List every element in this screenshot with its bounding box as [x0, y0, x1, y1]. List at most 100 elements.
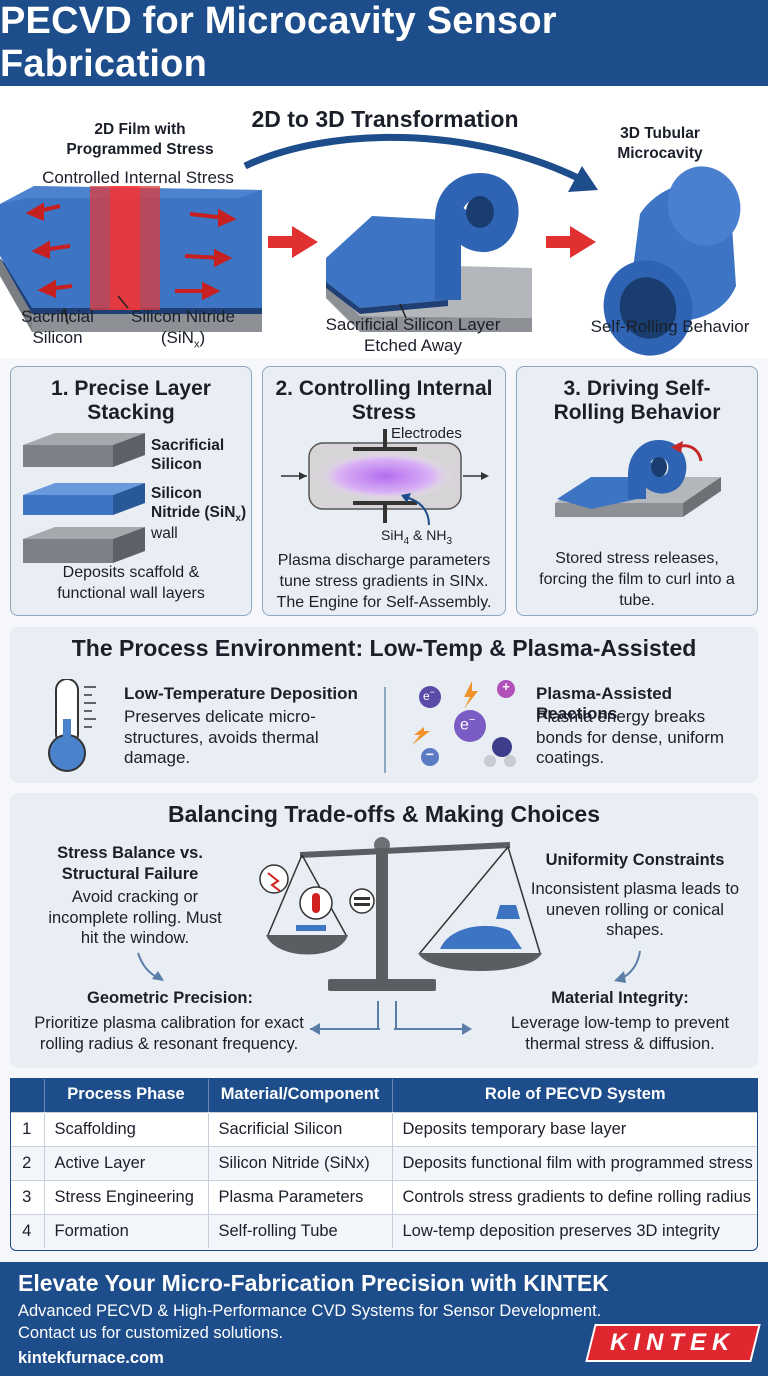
stack-label-nitride-sub: x — [235, 512, 241, 524]
rolling-film-icon — [326, 172, 532, 332]
table-row: 1 Scaffolding Sacrificial Silicon Deposi… — [10, 1111, 758, 1146]
step-title: 3. Driving Self-Rolling Behavior — [553, 377, 721, 424]
tradeoffs-title: Balancing Trade-offs & Making Choices — [168, 801, 600, 827]
electron-small-sup: − — [429, 687, 435, 697]
rolled-tube-icon — [603, 166, 741, 356]
row-material: Silicon Nitride (SiNx) — [207, 1145, 392, 1180]
page-title: PECVD for Microcavity Sensor Fabrication — [0, 0, 557, 85]
step-title: 1. Precise Layer Stacking — [51, 377, 211, 424]
step-caption: Plasma discharge parameters tune stress … — [276, 552, 492, 611]
nitride-label: Silicon Nitride (SiNx) — [131, 307, 235, 351]
row-phase: Stress Engineering — [43, 1179, 208, 1214]
row-index: 1 — [10, 1111, 44, 1146]
stack-label-nitride-close: ) — [240, 503, 247, 521]
etched-label: Sacrificial Silicon Layer Etched Away — [325, 315, 501, 356]
gas-a-sub: 4 — [403, 535, 410, 547]
film-title: 2D Film with Programmed Stress — [66, 121, 214, 159]
col-material: Material/Component — [207, 1078, 392, 1112]
col-index — [10, 1078, 44, 1112]
tube-title: 3D Tubular Microcavity — [617, 125, 703, 163]
flat-film-icon — [0, 186, 262, 332]
step-card-2: 2. Controlling Internal Stress Electrode… — [262, 366, 506, 616]
br-text: Leverage low-temp to prevent thermal str… — [510, 1014, 730, 1053]
footer-url[interactable]: kintekfurnace.com — [18, 1349, 164, 1367]
bl-text: Prioritize plasma calibration for exact … — [34, 1014, 304, 1053]
electrodes-label: Electrodes — [391, 425, 462, 442]
row-phase: Formation — [43, 1213, 208, 1248]
kintek-logo[interactable]: KINTEK — [585, 1324, 761, 1362]
electron-sup: − — [468, 714, 476, 726]
tl-text: Avoid cracking or incomplete rolling. Mu… — [48, 888, 222, 948]
bl-title: Geometric Precision: — [87, 989, 253, 1007]
electron-symbol: e− — [460, 714, 475, 734]
plasma-graphics — [412, 680, 516, 767]
gas-b-sub: 3 — [446, 535, 453, 547]
footer-line1: Advanced PECVD & High-Performance CVD Sy… — [18, 1302, 602, 1320]
row-role: Deposits temporary base layer — [391, 1111, 758, 1146]
gas-label: SiH4 & NH3 — [381, 527, 452, 547]
row-material: Plasma Parameters — [207, 1179, 392, 1214]
row-index: 2 — [10, 1145, 44, 1180]
step-arrow-icon — [268, 226, 318, 258]
stack-label-nitride: Silicon Nitride (SiNx) wall — [151, 485, 251, 543]
gas-mid: & NH — [409, 527, 447, 543]
low-temp-title: Low-Temperature Deposition — [124, 684, 358, 703]
tl-title: Stress Balance vs. Structural Failure — [57, 844, 203, 883]
layer-stack-icon — [23, 433, 145, 563]
stack-label-nitride-text: Silicon Nitride (SiN — [151, 485, 236, 521]
table-row: 3 Stress Engineering Plasma Parameters C… — [10, 1179, 758, 1214]
step-arrow-icon-2 — [546, 226, 596, 258]
electron-e: e — [460, 716, 469, 734]
self-rolling-icon — [555, 439, 721, 517]
footer-headline: Elevate Your Micro-Fabrication Precision… — [18, 1270, 609, 1296]
plasma-text: Plasma energy breaks bonds for dense, un… — [536, 707, 725, 768]
row-index: 4 — [10, 1213, 44, 1248]
thermometer-icon — [48, 679, 96, 772]
nitride-label-line2: (SiN — [160, 328, 194, 348]
balance-scale-icon — [137, 837, 641, 1035]
electron-small-e: e — [423, 689, 430, 703]
row-material: Self-rolling Tube — [207, 1213, 392, 1248]
gas-a: SiH — [381, 527, 404, 543]
row-role: Deposits functional film with programmed… — [391, 1145, 758, 1180]
plasma-title: Plasma-Assisted Reactions — [536, 684, 673, 723]
hero-illustration — [0, 133, 741, 356]
nitride-label-line1: Silicon Nitride — [131, 307, 235, 326]
footer-banner: Elevate Your Micro-Fabrication Precision… — [0, 1262, 768, 1376]
col-phase: Process Phase — [43, 1078, 208, 1112]
hero-title: 2D to 3D Transformation — [251, 106, 519, 132]
row-phase: Active Layer — [43, 1145, 208, 1180]
header-banner: PECVD for Microcavity Sensor Fabrication — [0, 0, 768, 86]
environment-panel: The Process Environment: Low-Temp & Plas… — [10, 627, 758, 783]
transformation-arrowhead-icon — [568, 166, 598, 192]
transformation-arc-icon — [243, 133, 580, 182]
stack-label-sacrificial: Sacrificial Silicon — [151, 437, 225, 473]
hero-section: 2D Film with Programmed Stress Controlle… — [0, 86, 768, 358]
br-title: Material Integrity: — [551, 989, 689, 1007]
process-table: Process Phase Material/Component Role of… — [10, 1078, 758, 1248]
nitride-sub: x — [193, 338, 200, 351]
footer-line2: Contact us for customized solutions. — [18, 1324, 284, 1342]
step-card-1: 1. Precise Layer Stacking Sacrificial Si… — [10, 366, 252, 616]
tr-title: Uniformity Constraints — [545, 851, 725, 869]
row-role: Low-temp deposition preserves 3D integri… — [391, 1213, 758, 1248]
row-index: 3 — [10, 1179, 44, 1214]
minus-symbol: − — [425, 746, 435, 762]
low-temp-text: Preserves delicate micro-structures, avo… — [124, 707, 319, 768]
kintek-logo-text: KINTEK — [610, 1329, 736, 1356]
self-rolling-label: Self-Rolling Behavior — [590, 317, 750, 336]
plus-symbol: + — [502, 679, 510, 694]
tr-text: Inconsistent plasma leads to uneven roll… — [530, 880, 740, 940]
step-caption: Stored stress releases, forcing the film… — [539, 550, 735, 609]
plasma-particles-icon: e− e− + − — [410, 675, 520, 777]
step-title: 2. Controlling Internal Stress — [275, 377, 493, 424]
electron-small-symbol: e− — [423, 687, 435, 703]
sacrificial-label: Sacrificial Silicon — [21, 307, 94, 348]
col-role: Role of PECVD System — [391, 1078, 758, 1112]
row-role: Controls stress gradients to define roll… — [391, 1179, 758, 1214]
step-caption: Deposits scaffold & functional wall laye… — [57, 564, 205, 602]
stress-label: Controlled Internal Stress — [42, 168, 234, 187]
tradeoffs-panel: Balancing Trade-offs & Making Choices St… — [10, 793, 758, 1068]
stack-label-wall: wall — [151, 524, 178, 542]
row-phase: Scaffolding — [43, 1111, 208, 1146]
